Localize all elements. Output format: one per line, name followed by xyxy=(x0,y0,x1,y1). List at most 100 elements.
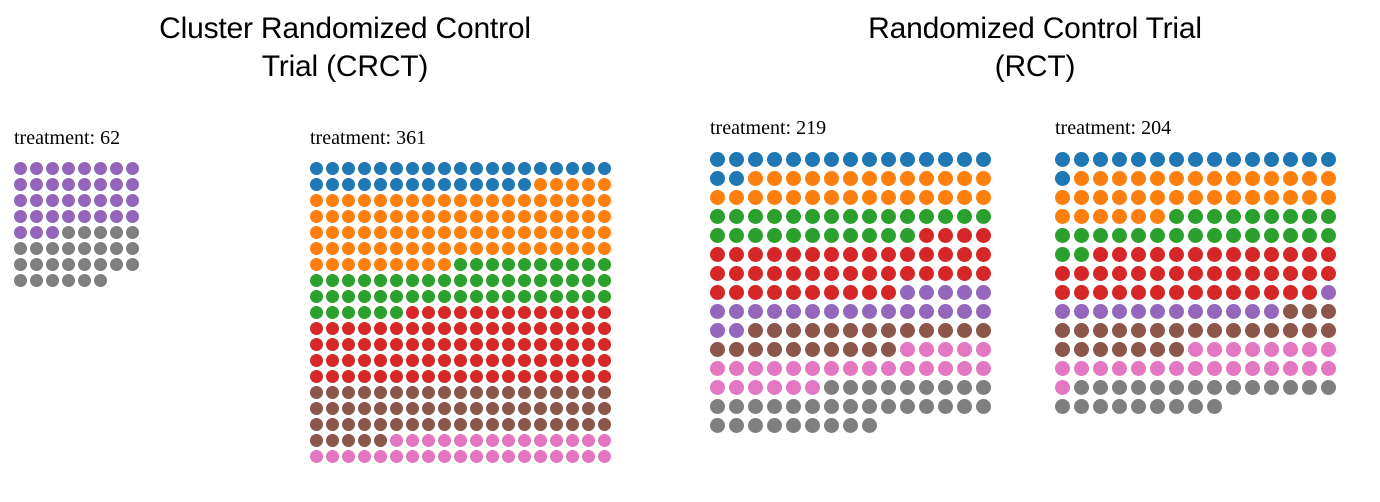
waffle-dot-brown xyxy=(438,386,451,399)
waffle-dot-red xyxy=(729,266,744,281)
waffle-dot-orange xyxy=(1112,209,1127,224)
waffle-dot-brown xyxy=(598,402,611,415)
waffle-dot-gray xyxy=(862,399,877,414)
waffle-dot-green xyxy=(566,258,579,271)
waffle-dot-blue xyxy=(1245,152,1260,167)
dot-grid-row xyxy=(14,258,142,271)
waffle-dot-red xyxy=(824,266,839,281)
waffle-dot-pink xyxy=(502,450,515,463)
waffle-dot-green xyxy=(1188,228,1203,243)
waffle-dot-orange xyxy=(518,242,531,255)
waffle-dot-red xyxy=(550,354,563,367)
waffle-dot-gray xyxy=(900,399,915,414)
dot-grid-row xyxy=(310,354,614,367)
waffle-dot-blue xyxy=(710,171,725,186)
waffle-dot-pink xyxy=(310,450,323,463)
waffle-dot-gray xyxy=(62,258,75,271)
waffle-dot-red xyxy=(881,285,896,300)
waffle-dot-orange xyxy=(454,242,467,255)
waffle-dot-brown xyxy=(1169,342,1184,357)
dot-grid-row xyxy=(710,209,995,224)
waffle-dot-orange xyxy=(310,210,323,223)
waffle-dot-green xyxy=(454,290,467,303)
waffle-dot-brown xyxy=(502,386,515,399)
waffle-dot-red xyxy=(486,338,499,351)
waffle-dot-red xyxy=(1150,285,1165,300)
waffle-dot-blue xyxy=(1169,152,1184,167)
waffle-dot-orange xyxy=(598,178,611,191)
waffle-dot-orange xyxy=(390,194,403,207)
waffle-dot-orange xyxy=(454,226,467,239)
waffle-dot-green xyxy=(422,290,435,303)
waffle-dot-green xyxy=(374,306,387,319)
waffle-dot-red xyxy=(862,266,877,281)
waffle-dot-purple xyxy=(14,178,27,191)
waffle-dot-green xyxy=(938,209,953,224)
waffle-dot-green xyxy=(598,274,611,287)
dot-grid-row xyxy=(310,434,614,447)
waffle-dot-red xyxy=(422,370,435,383)
waffle-dot-green xyxy=(486,290,499,303)
waffle-dot-green xyxy=(900,209,915,224)
waffle-dot-green xyxy=(342,306,355,319)
waffle-dot-gray xyxy=(881,380,896,395)
waffle-dot-red xyxy=(470,354,483,367)
dot-grid-row xyxy=(1055,304,1340,319)
waffle-dot-green xyxy=(310,290,323,303)
waffle-dot-purple xyxy=(976,304,991,319)
waffle-dot-pink xyxy=(470,434,483,447)
waffle-dot-red xyxy=(326,322,339,335)
waffle-dot-gray xyxy=(1112,380,1127,395)
waffle-dot-blue xyxy=(566,162,579,175)
waffle-dot-orange xyxy=(1131,209,1146,224)
waffle-dot-purple xyxy=(843,304,858,319)
waffle-dot-pink xyxy=(1283,361,1298,376)
waffle-dot-gray xyxy=(843,399,858,414)
waffle-dot-green xyxy=(486,274,499,287)
waffle-dot-brown xyxy=(486,402,499,415)
waffle-dot-red xyxy=(710,285,725,300)
waffle-dot-orange xyxy=(1283,171,1298,186)
waffle-dot-red xyxy=(1245,266,1260,281)
waffle-dot-green xyxy=(1055,247,1070,262)
waffle-dot-orange xyxy=(358,210,371,223)
waffle-dot-orange xyxy=(1226,190,1241,205)
waffle-dot-orange xyxy=(976,190,991,205)
waffle-dot-red xyxy=(502,370,515,383)
waffle-dot-red xyxy=(1169,247,1184,262)
waffle-dot-orange xyxy=(566,242,579,255)
waffle-dot-red xyxy=(843,247,858,262)
dot-grid-crct-treatment xyxy=(310,162,614,466)
dot-grid-row xyxy=(1055,247,1340,262)
waffle-dot-blue xyxy=(438,178,451,191)
waffle-dot-pink xyxy=(454,434,467,447)
waffle-dot-red xyxy=(1188,266,1203,281)
waffle-dot-brown xyxy=(342,418,355,431)
waffle-dot-orange xyxy=(358,258,371,271)
waffle-dot-purple xyxy=(94,210,107,223)
waffle-dot-gray xyxy=(110,242,123,255)
dot-grid-row xyxy=(310,322,614,335)
waffle-dot-purple xyxy=(1245,304,1260,319)
waffle-dot-gray xyxy=(957,399,972,414)
waffle-dot-brown xyxy=(862,323,877,338)
waffle-dot-orange xyxy=(374,226,387,239)
waffle-dot-orange xyxy=(1321,190,1336,205)
waffle-dot-brown xyxy=(1245,323,1260,338)
waffle-dot-brown xyxy=(976,323,991,338)
waffle-dot-green xyxy=(470,274,483,287)
waffle-dot-orange xyxy=(342,210,355,223)
waffle-dot-blue xyxy=(805,152,820,167)
waffle-dot-pink xyxy=(438,434,451,447)
waffle-dot-blue xyxy=(422,162,435,175)
waffle-dot-orange xyxy=(1245,190,1260,205)
waffle-dot-pink xyxy=(326,450,339,463)
waffle-dot-green xyxy=(310,306,323,319)
waffle-dot-orange xyxy=(374,194,387,207)
waffle-dot-brown xyxy=(900,323,915,338)
waffle-dot-brown xyxy=(358,386,371,399)
waffle-dot-orange xyxy=(358,194,371,207)
waffle-dot-orange xyxy=(1131,171,1146,186)
waffle-dot-gray xyxy=(824,418,839,433)
waffle-dot-red xyxy=(470,306,483,319)
